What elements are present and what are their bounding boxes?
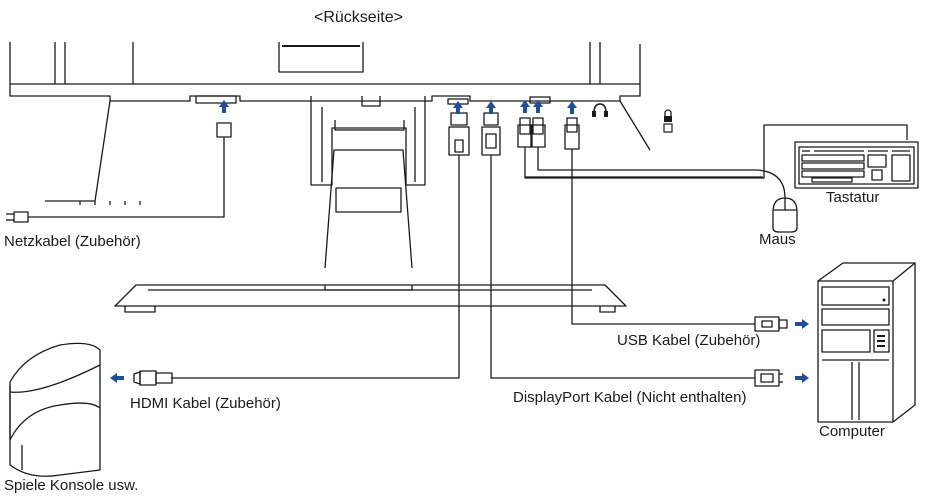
power-cable-label: Netzkabel (Zubehör) (4, 233, 141, 250)
lock-icon (663, 109, 673, 133)
hdmi-plug (133, 370, 173, 386)
displayport-cable-label: DisplayPort Kabel (Nicht enthalten) (513, 389, 747, 406)
usb-cable-label: USB Kabel (Zubehör) (617, 332, 761, 349)
arrow-up-icon (453, 101, 463, 114)
arrow-up-icon (486, 101, 496, 114)
displayport-cable (490, 155, 755, 379)
displayport-plug (754, 369, 783, 387)
headphone-icon (592, 103, 608, 117)
arrow-left-icon (110, 373, 124, 383)
power-plug (6, 211, 29, 223)
usb-cable-upstream (571, 149, 755, 325)
computer-label: Computer (819, 423, 885, 440)
game-console-illustration (9, 342, 101, 477)
diagram-title: <Rückseite> (314, 9, 403, 26)
keyboard-illustration (794, 141, 919, 189)
arrow-up-icon (533, 100, 543, 113)
arrow-right-icon (795, 373, 809, 383)
hdmi-cable (171, 155, 460, 379)
keyboard-label: Tastatur (826, 189, 880, 206)
arrow-up-icon (219, 100, 229, 113)
hdmi-connector-top (448, 112, 470, 156)
computer-power-led (882, 298, 886, 302)
usb-connector-upstream (564, 117, 580, 150)
usb-plug (754, 316, 788, 332)
power-cable (28, 146, 225, 218)
mouse-illustration (772, 197, 798, 233)
usb-cable-keyboard (524, 124, 908, 179)
displayport-connector-top (481, 112, 501, 156)
usb-cable-mouse (537, 147, 786, 199)
arrow-up-icon (520, 100, 530, 113)
arrow-right-icon (795, 319, 809, 329)
hdmi-cable-label: HDMI Kabel (Zubehör) (130, 395, 281, 412)
mouse-label: Maus (759, 231, 796, 248)
monitor-back (9, 42, 651, 205)
computer-illustration (817, 262, 916, 423)
usb-connector-keyboard (517, 117, 533, 148)
arrow-up-icon (567, 101, 577, 114)
game-console-label: Spiele Konsole usw. (4, 477, 139, 494)
monitor-stand (114, 96, 627, 313)
usb-connector-mouse (530, 117, 546, 148)
power-connector (216, 122, 232, 146)
